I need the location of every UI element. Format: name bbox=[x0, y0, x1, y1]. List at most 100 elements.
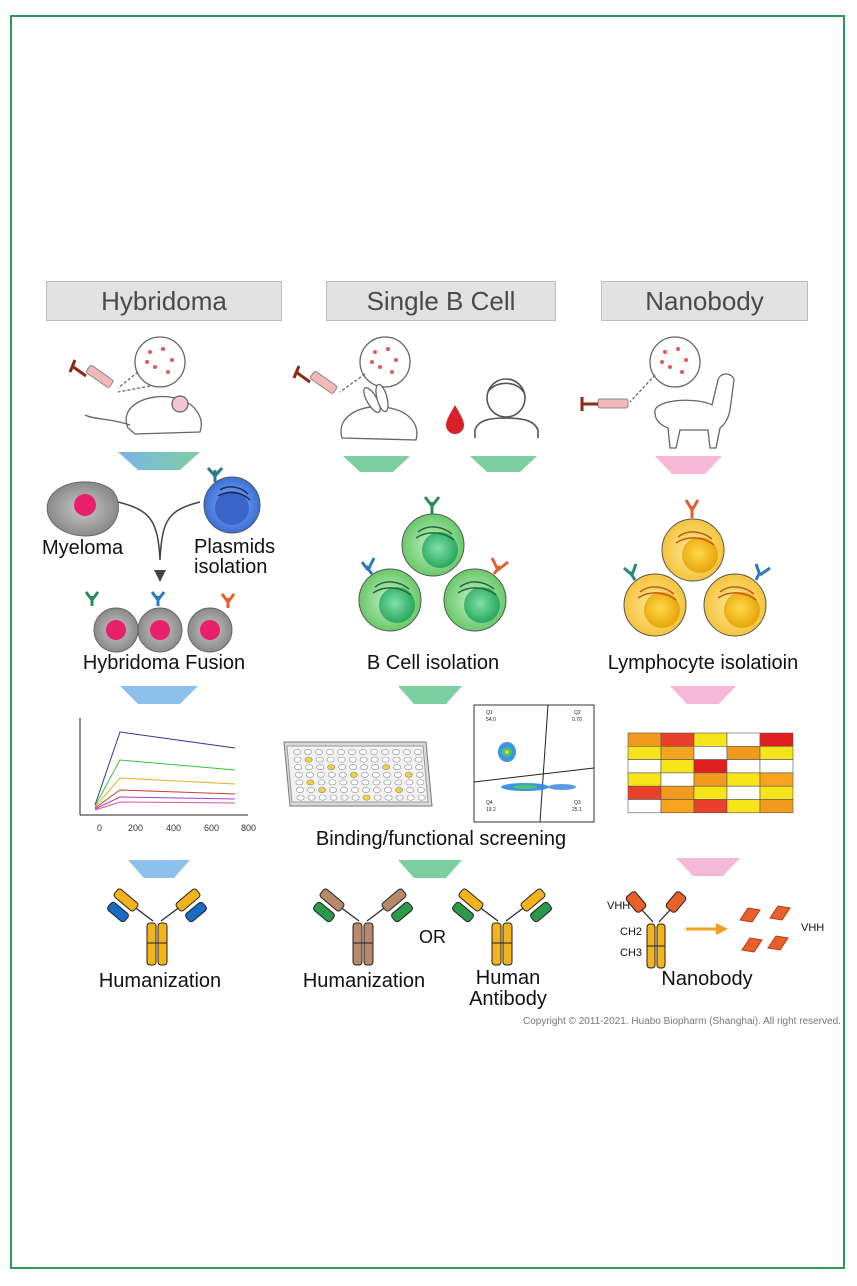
plate-well bbox=[393, 764, 402, 771]
label-or: OR bbox=[419, 927, 446, 947]
plate-well bbox=[316, 771, 325, 778]
plate-well bbox=[414, 756, 423, 763]
plate-well bbox=[360, 771, 369, 778]
curve-4 bbox=[94, 789, 236, 809]
heatmap bbox=[627, 732, 794, 814]
plate-well bbox=[414, 749, 422, 755]
arrow-head-icon bbox=[716, 923, 728, 935]
binding-kinetics-plot bbox=[79, 718, 248, 816]
header-nanobody-label: Nanobody bbox=[645, 285, 764, 316]
label-humanization-1: Humanization bbox=[98, 970, 222, 992]
heatmap-cell bbox=[660, 745, 695, 760]
heatmap-cell bbox=[693, 732, 728, 747]
plate-well bbox=[403, 749, 411, 755]
arrow-down-icon bbox=[398, 860, 462, 878]
curve-1 bbox=[94, 731, 236, 806]
plate-well bbox=[328, 779, 337, 786]
plate-well bbox=[329, 794, 338, 801]
plate-well bbox=[384, 787, 392, 793]
label-plasmids-line2: isolation bbox=[194, 556, 268, 578]
label-vhh-right: VHH bbox=[801, 922, 825, 934]
arrow-down-icon bbox=[343, 456, 410, 472]
plate-well bbox=[392, 756, 401, 763]
x-tick: 400 bbox=[166, 823, 182, 833]
heatmap-cell bbox=[759, 745, 794, 760]
curve-6 bbox=[94, 801, 236, 811]
heatmap-cell bbox=[627, 732, 662, 747]
heatmap-cell bbox=[660, 772, 695, 787]
heatmap-cell bbox=[660, 785, 695, 800]
plate-well bbox=[293, 749, 301, 755]
plate-well bbox=[382, 771, 391, 778]
header-single-b-cell: Single B Cell bbox=[326, 281, 556, 321]
q2-label: Q2 bbox=[574, 710, 581, 716]
arrow-down-icon bbox=[670, 686, 736, 704]
plate-well bbox=[360, 764, 369, 771]
plate-well bbox=[340, 794, 349, 801]
label-human-antibody: Human Antibody bbox=[469, 968, 547, 1010]
plate-well bbox=[337, 756, 346, 763]
curve-2 bbox=[94, 759, 236, 807]
heatmap-cell bbox=[759, 772, 794, 787]
heavy-chain-antibody bbox=[625, 891, 687, 969]
plate-well bbox=[359, 749, 367, 755]
plate-well bbox=[307, 787, 315, 793]
plate-well bbox=[338, 771, 347, 778]
plasmid-cell bbox=[203, 467, 261, 534]
plate-well bbox=[326, 749, 334, 755]
q4-value: 19.2 bbox=[486, 807, 496, 813]
plate-well bbox=[417, 794, 426, 801]
heatmap-cell bbox=[660, 799, 695, 814]
heatmap-cell bbox=[759, 785, 794, 800]
arrow-down-icon bbox=[676, 858, 740, 876]
plate-well bbox=[307, 794, 316, 801]
plate-well bbox=[362, 794, 371, 801]
plate-well bbox=[405, 779, 414, 786]
plate-well bbox=[395, 794, 404, 801]
plate-well bbox=[383, 779, 392, 786]
myeloma-cell bbox=[46, 481, 119, 537]
plate-well bbox=[316, 764, 325, 771]
plate-well bbox=[348, 749, 356, 755]
plate-well bbox=[305, 771, 314, 778]
plate-well bbox=[381, 756, 390, 763]
plate-well bbox=[370, 756, 379, 763]
heatmap-cell bbox=[726, 772, 761, 787]
plate-well bbox=[349, 771, 358, 778]
plate-well bbox=[416, 779, 425, 786]
alpaca-illustration bbox=[629, 336, 735, 449]
heatmap-cell bbox=[693, 785, 728, 800]
plate-well bbox=[349, 764, 358, 771]
plate-well bbox=[373, 787, 381, 793]
heatmap-cell bbox=[660, 732, 695, 747]
antibody-humanized-1 bbox=[107, 888, 207, 966]
heatmap-cell bbox=[627, 799, 662, 814]
q1-value: 54.0 bbox=[486, 717, 496, 723]
plate-well bbox=[295, 779, 304, 786]
plate-well bbox=[373, 794, 382, 801]
plate-well bbox=[296, 787, 304, 793]
arrow-down-icon bbox=[470, 456, 537, 472]
plate-well bbox=[384, 794, 393, 801]
plate-well bbox=[317, 779, 326, 786]
q3-value: 25.1 bbox=[572, 807, 582, 813]
plate-well bbox=[417, 787, 425, 793]
plate-well bbox=[327, 764, 336, 771]
plate-well bbox=[404, 771, 413, 778]
plate-well bbox=[305, 764, 314, 771]
label-ch2: CH2 bbox=[620, 926, 643, 938]
plate-well bbox=[348, 756, 357, 763]
plate-well bbox=[293, 756, 302, 763]
flow-cytometry-plot: Q1 54.0 Q2 0.70 Q3 25.1 Q4 19.2 bbox=[473, 704, 595, 823]
x-tick: 0 bbox=[97, 823, 103, 833]
heatmap-cell bbox=[726, 799, 761, 814]
heatmap-cell bbox=[627, 772, 662, 787]
outer-frame bbox=[10, 15, 845, 1269]
heatmap-cell bbox=[693, 799, 728, 814]
plate-well bbox=[404, 764, 413, 771]
blood-drop-icon bbox=[446, 405, 464, 434]
header-hybridoma: Hybridoma bbox=[46, 281, 282, 321]
heatmap-cell bbox=[627, 745, 662, 760]
heatmap-cell bbox=[726, 785, 761, 800]
